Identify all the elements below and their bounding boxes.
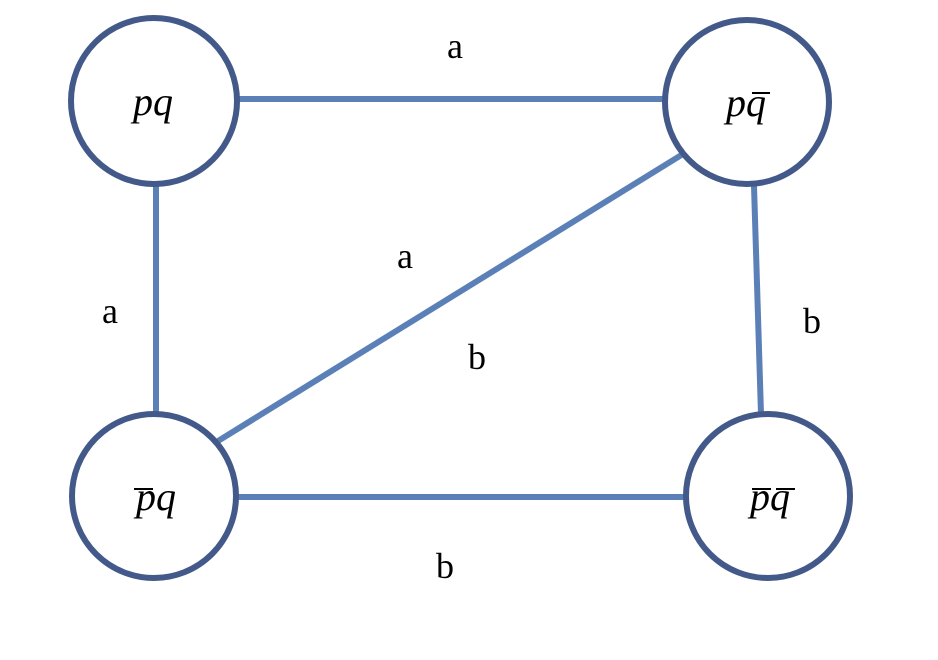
node-notp-q-circle (69, 411, 239, 581)
node-pq-circle (68, 15, 240, 187)
node-p-notq-label: pq (723, 80, 766, 125)
node-pq: pq (68, 15, 240, 187)
node-p-notq: pq (662, 17, 832, 187)
edge-labels: a a b b a b (102, 26, 821, 586)
node-notp-notq-label: pq (747, 474, 790, 519)
edge-label-right: b (803, 301, 821, 341)
edge-label-left: a (102, 291, 118, 331)
node-notp-notq: pq (683, 411, 853, 581)
node-notp-q: pq (69, 411, 239, 581)
node-notp-notq-circle (683, 411, 853, 581)
edge-label-bottom: b (436, 546, 454, 586)
node-p-notq-circle (662, 17, 832, 187)
edges (153, 96, 764, 500)
edge-label-top: a (447, 26, 463, 66)
edge-label-diagonal-lower: b (468, 337, 486, 377)
edge-p-notq-to-notp-notq (751, 185, 764, 415)
edge-notp-q-to-p-notq (216, 151, 685, 444)
edge-label-diagonal-upper: a (397, 236, 413, 276)
node-pq-label: pq (130, 79, 173, 124)
node-notp-q-label: pq (133, 474, 176, 519)
